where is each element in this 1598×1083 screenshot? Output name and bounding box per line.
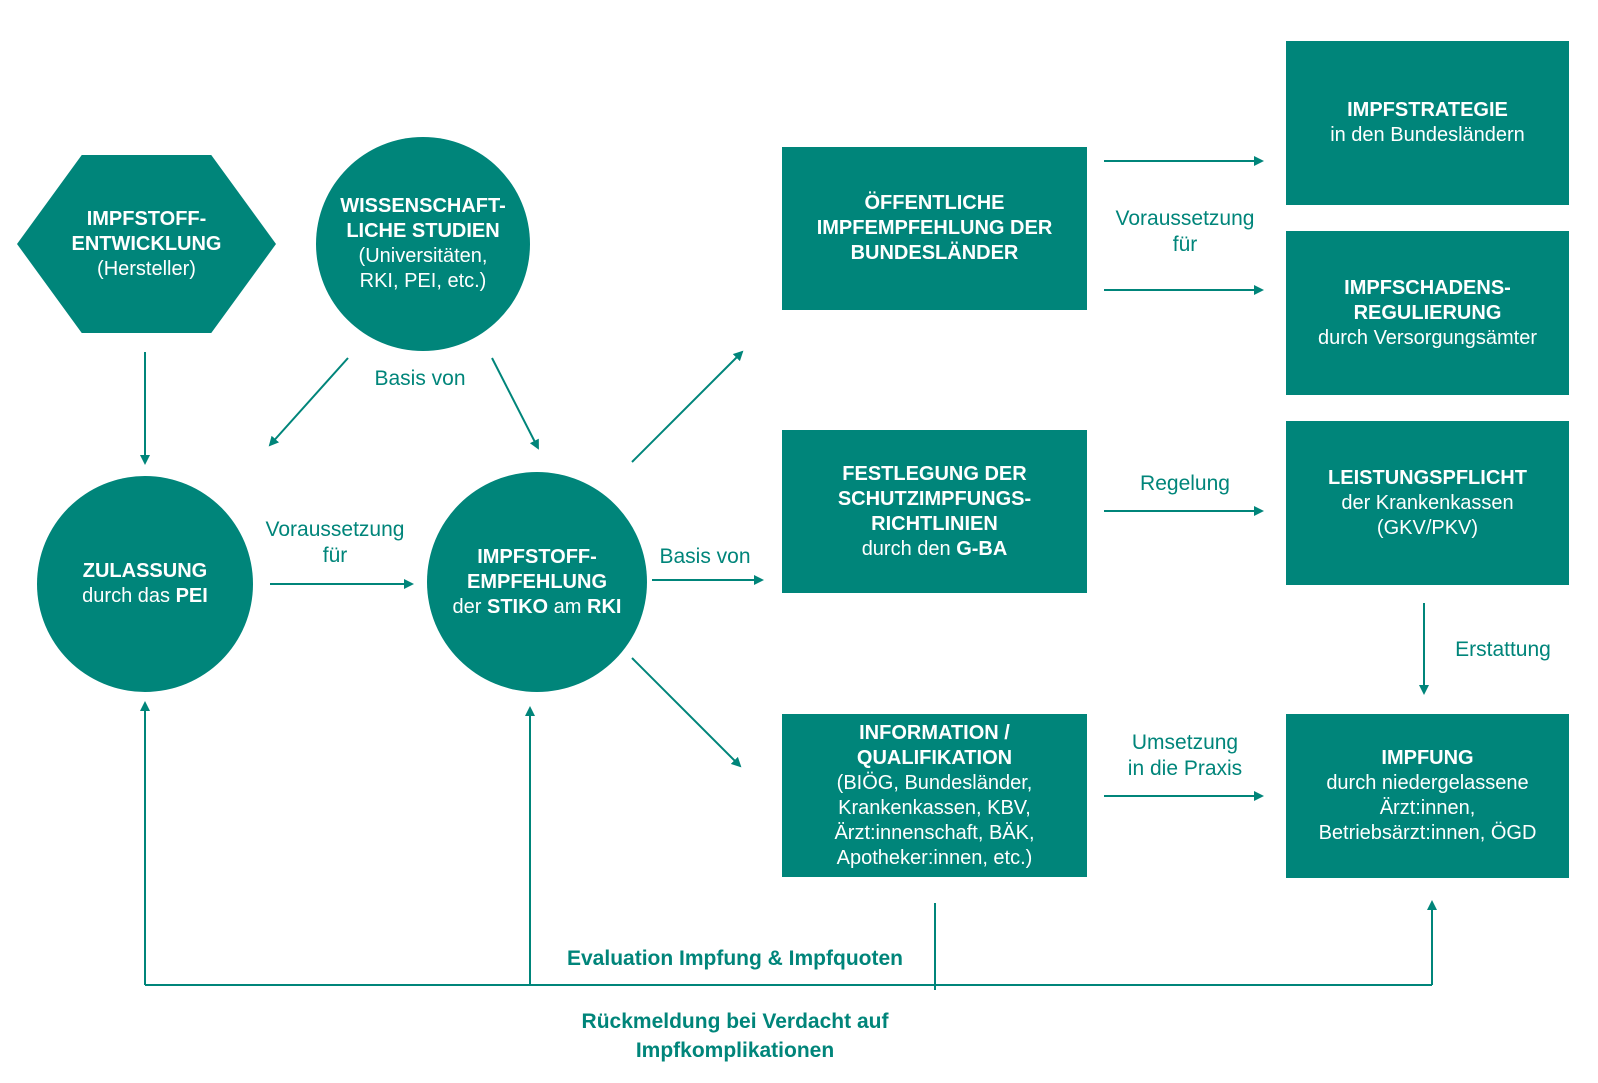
label-basis-von-top: Basis von [355, 366, 485, 392]
node-title: ENTWICKLUNG [71, 232, 222, 255]
node-subtitle: der STIKO am RKI [453, 595, 622, 620]
label-text: Impfkomplikationen [635, 1039, 835, 1062]
node-title: IMPFSTOFF- [477, 545, 597, 568]
node-subtitle: (GKV/PKV) [1376, 516, 1479, 539]
arrow-studien-to-stiko [491, 357, 539, 450]
node-subtitle: durch Versorgungsämter [1317, 326, 1537, 349]
label-text: Voraussetzung [265, 518, 405, 541]
node-subtitle: Apotheker:innen, etc.) [836, 846, 1033, 869]
oeffentliche-impfempfehlung-node: ÖFFENTLICHE IMPFEMPFEHLUNG DER BUNDESLÄN… [782, 147, 1087, 310]
subtitle-text: durch das [82, 585, 176, 607]
impfstrategie-node: IMPFSTRATEGIE in den Bundesländern [1286, 41, 1569, 205]
label-text: für [322, 544, 348, 567]
node-title: IMPFUNG [1381, 747, 1474, 769]
label-text: Basis von [659, 545, 751, 568]
arrow-stiko-to-oeffentliche [631, 350, 744, 463]
node-subtitle: Krankenkassen, KBV, [838, 796, 1031, 819]
node-subtitle: Betriebsärzt:innen, ÖGD [1318, 822, 1537, 844]
node-title: FESTLEGUNG DER [842, 462, 1027, 485]
node-title: BUNDESLÄNDER [850, 242, 1019, 264]
node-title: RICHTLINIEN [871, 512, 998, 535]
node-title: IMPFSCHADENS- [1344, 276, 1511, 299]
label-regelung: Regelung [1120, 471, 1250, 497]
arrow-studien-to-zulassung [268, 357, 349, 447]
label-erstattung: Erstattung [1438, 637, 1568, 663]
impfung-node: IMPFUNG durch niedergelassene Ärzt:innen… [1286, 714, 1569, 878]
subtitle-bold: PEI [175, 585, 208, 607]
label-basis-von-mid: Basis von [650, 544, 760, 570]
impfschadensregulierung-node: IMPFSCHADENS- REGULIERUNG durch Versorgu… [1286, 231, 1569, 395]
information-qualifikation-node: INFORMATION / QUALIFIKATION (BIÖG, Bunde… [782, 714, 1087, 877]
node-title: WISSENSCHAFT- [340, 195, 506, 217]
label-rueckmeldung: Rückmeldung bei Verdacht auf Impfkomplik… [550, 1007, 920, 1065]
node-title: IMPFEMPFEHLUNG DER [816, 217, 1053, 239]
subtitle-text: der [452, 595, 487, 618]
label-text: Regelung [1140, 472, 1230, 495]
node-subtitle: Ärzt:innenschaft, BÄK, [834, 821, 1035, 844]
node-subtitle: (BIÖG, Bundesländer, [836, 771, 1033, 794]
node-subtitle: (Hersteller) [97, 257, 196, 280]
node-subtitle: in den Bundesländern [1330, 124, 1525, 146]
node-subtitle: RKI, PEI, etc.) [359, 270, 487, 292]
label-voraussetzung-left: Voraussetzung für [255, 517, 415, 569]
label-umsetzung: Umsetzung in die Praxis [1115, 730, 1255, 782]
label-text: für [1172, 233, 1198, 256]
label-evaluation: Evaluation Impfung & Impfquoten [550, 946, 920, 972]
node-title: INFORMATION / [859, 721, 1010, 744]
label-voraussetzung-right: Voraussetzung für [1105, 206, 1265, 258]
node-title: LEISTUNGSPFLICHT [1328, 466, 1527, 489]
label-text: in die Praxis [1127, 757, 1243, 780]
node-title: REGULIERUNG [1353, 301, 1502, 324]
zulassung-node: ZULASSUNG durch das PEI [37, 476, 253, 692]
node-subtitle: Ärzt:innen, [1379, 797, 1476, 819]
node-title: IMPFSTRATEGIE [1347, 99, 1508, 121]
subtitle-bold: G-BA [956, 537, 1008, 560]
impfstoffempfehlung-node: IMPFSTOFF- EMPFEHLUNG der STIKO am RKI [427, 472, 647, 692]
festlegung-node: FESTLEGUNG DER SCHUTZIMPFUNGS- RICHTLINI… [782, 430, 1087, 593]
node-title: LICHE STUDIEN [346, 220, 500, 242]
leistungspflicht-node: LEISTUNGSPFLICHT der Krankenkassen (GKV/… [1286, 421, 1569, 585]
arrow-stiko-to-information [631, 657, 742, 768]
wissenschaftliche-studien-node: WISSENSCHAFT- LICHE STUDIEN (Universität… [316, 137, 530, 351]
node-title: QUALIFIKATION [856, 746, 1013, 769]
label-text: Basis von [374, 367, 466, 390]
node-title: ZULASSUNG [82, 560, 208, 582]
label-text: Rückmeldung bei Verdacht auf [581, 1010, 889, 1033]
node-subtitle: durch niedergelassene [1326, 772, 1529, 794]
subtitle-text: durch den [861, 537, 957, 560]
label-text: Voraussetzung [1115, 207, 1255, 230]
node-title: EMPFEHLUNG [467, 570, 607, 593]
label-text: Erstattung [1455, 638, 1551, 661]
subtitle-text: am [548, 595, 588, 618]
label-text: Umsetzung [1131, 731, 1239, 754]
subtitle-bold: RKI [587, 595, 622, 618]
label-text: Evaluation Impfung & Impfquoten [567, 947, 903, 970]
node-title: ÖFFENTLICHE [864, 192, 1005, 214]
node-subtitle: der Krankenkassen [1341, 491, 1514, 514]
node-subtitle: (Universitäten, [358, 245, 488, 267]
node-title: SCHUTZIMPFUNGS- [837, 487, 1032, 510]
subtitle-bold: STIKO [486, 595, 549, 618]
node-subtitle: durch das PEI [82, 584, 208, 609]
node-subtitle: durch den G-BA [862, 537, 1008, 562]
node-title: IMPFSTOFF- [86, 207, 207, 230]
